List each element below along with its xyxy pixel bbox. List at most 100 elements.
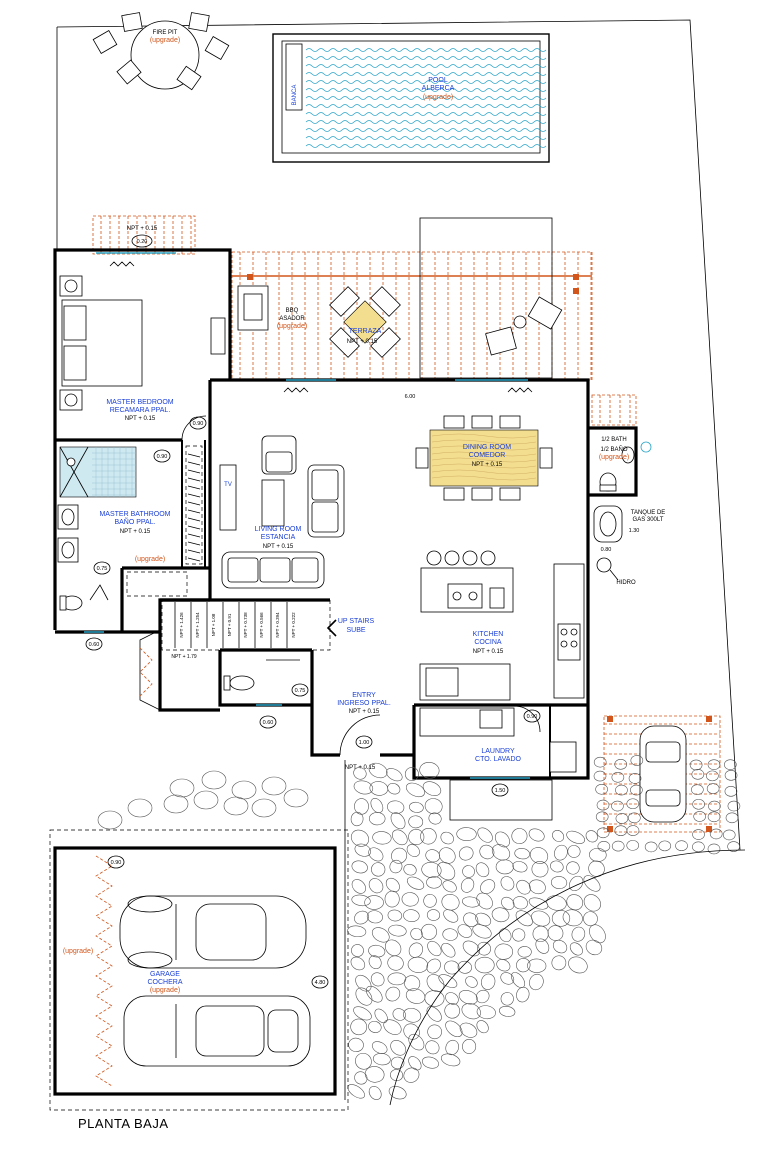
entry-label: ENTRY (352, 692, 376, 699)
paving-stone (589, 847, 607, 862)
hanger (187, 525, 201, 530)
paving-stone (419, 762, 440, 779)
paving-stone (445, 992, 459, 1005)
paving-stone (615, 784, 628, 796)
paving-stone (403, 1007, 422, 1023)
paving-stone (477, 827, 493, 843)
paving-stone (408, 1056, 422, 1071)
garage-upgrade-left: (upgrade) (63, 948, 93, 955)
paving-stone (390, 812, 406, 830)
stair-step-level: NPT + 1.254 (195, 612, 200, 638)
bedroom-level: NPT + 0.15 (125, 416, 156, 422)
paving-stone (500, 992, 514, 1006)
paving-stone (547, 925, 564, 941)
paving-stone (389, 859, 403, 874)
bbq-upgrade: (upgrade) (277, 323, 307, 330)
paving-stone (371, 1041, 388, 1054)
paving-stone (724, 770, 738, 781)
paving-stone (387, 909, 403, 922)
paving-stone (628, 773, 642, 784)
stair-step-level: NPT + 0.738 (243, 612, 248, 638)
paving-stone (463, 912, 479, 927)
pool-wave (305, 64, 547, 68)
paving-stone (390, 1056, 405, 1070)
laundry: 0.90 LAUNDRY CTO. LAVADO 1.50 (419, 705, 577, 821)
hanger (187, 501, 201, 506)
paving-stone (585, 939, 603, 956)
master-bathroom: MASTER BATHROOM BAÑO PPAL. NPT + 0.15 (u… (57, 445, 203, 651)
paving-stone (554, 844, 568, 861)
paving-stone (355, 1052, 372, 1070)
paving-stone (351, 894, 371, 907)
paving-stone (691, 784, 704, 795)
paving-stone (364, 1066, 385, 1083)
dim-130: 1.30 (629, 528, 640, 534)
paving-stone (388, 924, 407, 937)
paving-stone (353, 780, 374, 795)
paving-stone (516, 986, 530, 1003)
gas-tank-label: TANQUE DE (631, 510, 666, 516)
paving-stone (512, 896, 528, 910)
pool-wave (305, 88, 547, 92)
paving-stone (562, 909, 583, 927)
stepping-stone (261, 776, 287, 796)
paving-stone (347, 1084, 365, 1099)
garage-label: GARAGE (150, 971, 180, 978)
paving-stone (528, 828, 545, 842)
dim-100: 1.00 (359, 740, 370, 746)
stepping-stone (193, 790, 219, 810)
paving-stone (372, 831, 392, 845)
paving-stone (440, 831, 454, 845)
dining-room: DINING ROOM COMEDOR NPT + 0.15 (415, 415, 553, 501)
paving-stone (501, 896, 515, 910)
paving-stone (675, 840, 688, 852)
kitchen-label-es: COCINA (474, 639, 502, 646)
paving-stone (407, 956, 429, 973)
laundry-label-es: CTO. LAVADO (475, 756, 521, 763)
paving-stone (353, 767, 367, 780)
paving-stone (457, 924, 473, 938)
pool-label-es: ALBERCA (422, 85, 455, 92)
pool-wave (305, 104, 547, 108)
entry-label-es: INGRESO PPAL. (337, 700, 391, 707)
terrace-pergola: BBQ ASADOR (upgrade) TERRAZA NPT + 0.15 … (231, 217, 593, 400)
paving-stone (546, 895, 567, 911)
paving-stone (514, 848, 531, 860)
paving-stone (462, 1039, 477, 1054)
paving-stone (475, 912, 492, 927)
paving-stone (611, 800, 624, 812)
paving-stone (630, 784, 643, 796)
stair-step-level: NPT + 0.566 (259, 612, 264, 638)
paving-stone (551, 910, 571, 927)
terrace-label: TERRAZA (349, 328, 382, 335)
pool-wave (305, 48, 547, 52)
paving-stone (595, 783, 608, 795)
paving-stone (420, 923, 437, 940)
paving-stone (426, 876, 442, 889)
master-bedroom: MASTER BEDROOM RECAMARA PPAL. NPT + 0.15… (59, 275, 226, 463)
paving-stone (364, 895, 384, 910)
paving-stone (348, 1037, 364, 1052)
dining-label-es: COMEDOR (469, 452, 506, 459)
paving-stone (709, 828, 723, 840)
paving-stone (403, 1023, 420, 1040)
paving-stone (614, 825, 628, 836)
pool-wave (305, 120, 547, 124)
paving-stone (528, 879, 546, 895)
paving-stone (693, 811, 706, 822)
stepping-stone (251, 798, 277, 818)
paving-stone (494, 943, 513, 960)
paving-stone (444, 960, 460, 975)
paving-stone (475, 989, 490, 1004)
paving-stone (354, 1071, 368, 1085)
hanger (187, 541, 201, 546)
pool-wave (305, 80, 547, 84)
paving-stone (597, 841, 611, 852)
paving-stone (511, 972, 526, 988)
paving-stone (476, 1020, 489, 1034)
paving-stone (516, 957, 531, 973)
paving-stone (692, 829, 705, 840)
paving-stone (347, 925, 367, 938)
paving-stone (724, 759, 737, 770)
pool-wave (305, 128, 547, 132)
